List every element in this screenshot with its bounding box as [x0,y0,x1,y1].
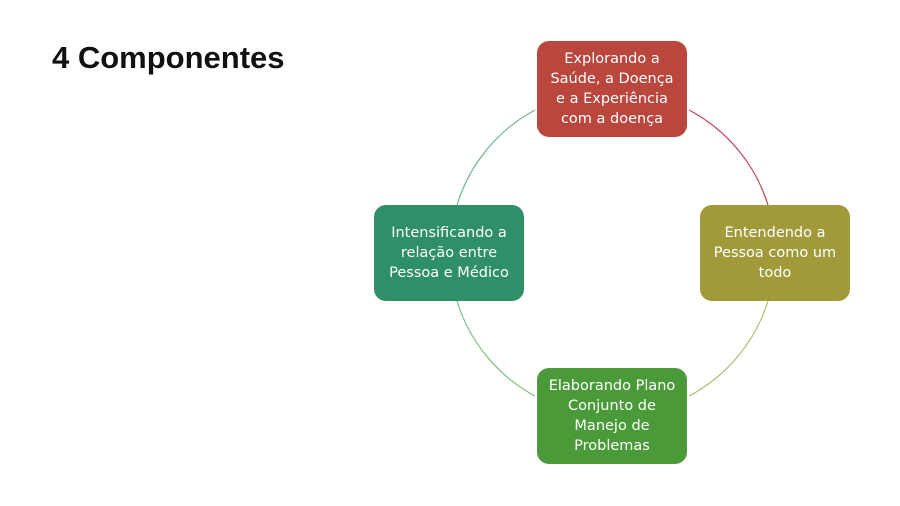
node-exploring-health: Explorando a Saúde, a Doença e a Experiê… [537,41,687,137]
connector-left-top [456,109,536,206]
slide-title: 4 Componentes [52,40,285,75]
connector-right-bottom [688,300,769,397]
node-joint-management-plan: Elaborando Plano Conjunto de Manejo de P… [537,368,687,464]
node-intensifying-relationship: Intensificando a relação entre Pessoa e … [374,205,524,301]
connector-bottom-left [456,300,536,397]
node-understanding-whole-person: Entendendo a Pessoa como um todo [700,205,850,301]
connector-top-right [688,109,769,206]
